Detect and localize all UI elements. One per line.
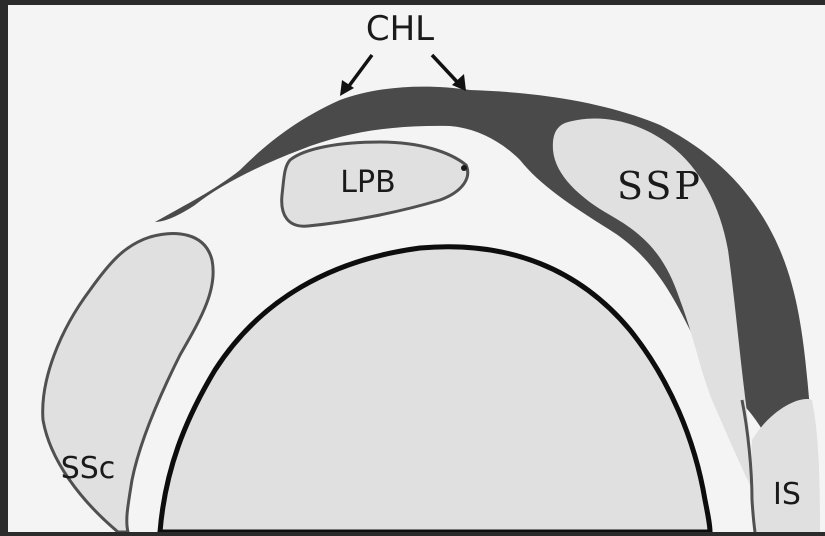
- label-ssp: SSP: [617, 164, 703, 208]
- lpb-marker-dot: [461, 165, 467, 171]
- label-chl: CHL: [366, 9, 434, 49]
- label-lpb: LPB: [340, 165, 395, 200]
- label-is: IS: [773, 477, 801, 512]
- label-ssc: SSc: [61, 451, 116, 486]
